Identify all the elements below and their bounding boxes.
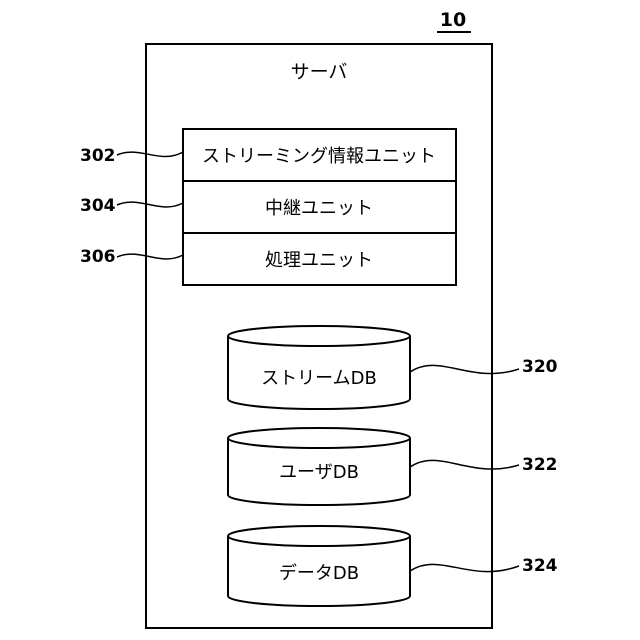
database-user: ユーザDB xyxy=(228,428,410,505)
server-title: サーバ xyxy=(291,61,348,83)
figure-number: 10 xyxy=(440,9,466,31)
unit-label-processing: 処理ユニット xyxy=(265,250,373,271)
ref-number-320: 320 xyxy=(522,357,558,377)
database-top-stream xyxy=(228,326,410,346)
database-label-data: データDB xyxy=(279,563,359,584)
ref-number-322: 322 xyxy=(522,455,558,475)
ref-number-324: 324 xyxy=(522,556,558,576)
unit-stack: ストリーミング情報ユニット 中継ユニット 処理ユニット xyxy=(183,129,456,285)
database-stream: ストリームDB xyxy=(228,326,410,409)
database-data: データDB xyxy=(228,526,410,606)
ref-number-304: 304 xyxy=(80,196,116,216)
database-top-user xyxy=(228,428,410,448)
ref-number-302: 302 xyxy=(80,146,116,166)
unit-label-relay: 中継ユニット xyxy=(265,198,373,219)
database-label-stream: ストリームDB xyxy=(261,368,377,389)
database-label-user: ユーザDB xyxy=(279,462,359,483)
database-top-data xyxy=(228,526,410,546)
unit-label-streaming-info: ストリーミング情報ユニット xyxy=(202,146,436,167)
ref-number-306: 306 xyxy=(80,247,116,267)
